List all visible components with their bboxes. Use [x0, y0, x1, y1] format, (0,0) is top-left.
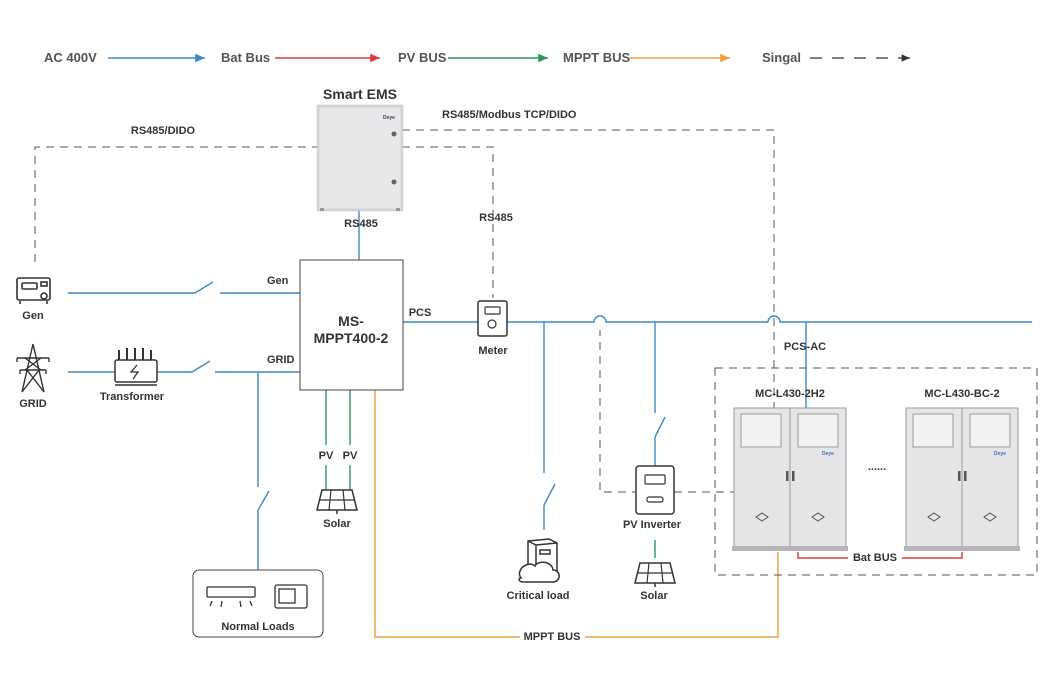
ac-lines: [68, 210, 1032, 570]
television-icon: [274, 584, 308, 609]
transformer-icon: [114, 348, 158, 386]
bat-bus-line: [797, 552, 963, 559]
air-conditioner-icon: [206, 586, 256, 608]
generator-icon: [16, 277, 51, 304]
signal-ems-battery: [402, 129, 775, 493]
normal-loads-switch: [257, 490, 270, 511]
pv-inverter-icon: [635, 465, 675, 515]
gen-switch: [194, 281, 214, 294]
critical-switch: [543, 483, 556, 506]
pv-lines: [325, 390, 656, 558]
grid-switch: [191, 360, 211, 373]
signal-ems-meter: [402, 146, 494, 298]
solar-panel-right-icon: [634, 562, 676, 587]
normal-loads-box: [192, 569, 324, 638]
inverter-box: [299, 259, 404, 391]
battery-cabinet-b: [904, 407, 1020, 551]
smart-ems-cabinet: [316, 104, 404, 212]
critical-load-icon: [518, 538, 560, 583]
battery-enclosure: [714, 367, 1038, 576]
meter-icon: [477, 300, 508, 337]
signal-lines: [34, 129, 775, 493]
grid-tower-icon: [16, 343, 50, 393]
switches: [191, 281, 666, 511]
signal-gen-ems: [34, 146, 318, 262]
mppt-bus-line: [374, 390, 779, 638]
battery-cabinet-a: [732, 407, 848, 551]
pvinv-switch: [654, 416, 666, 438]
solar-panel-left-icon: [316, 489, 358, 514]
ac-main-bus: [507, 315, 1032, 323]
